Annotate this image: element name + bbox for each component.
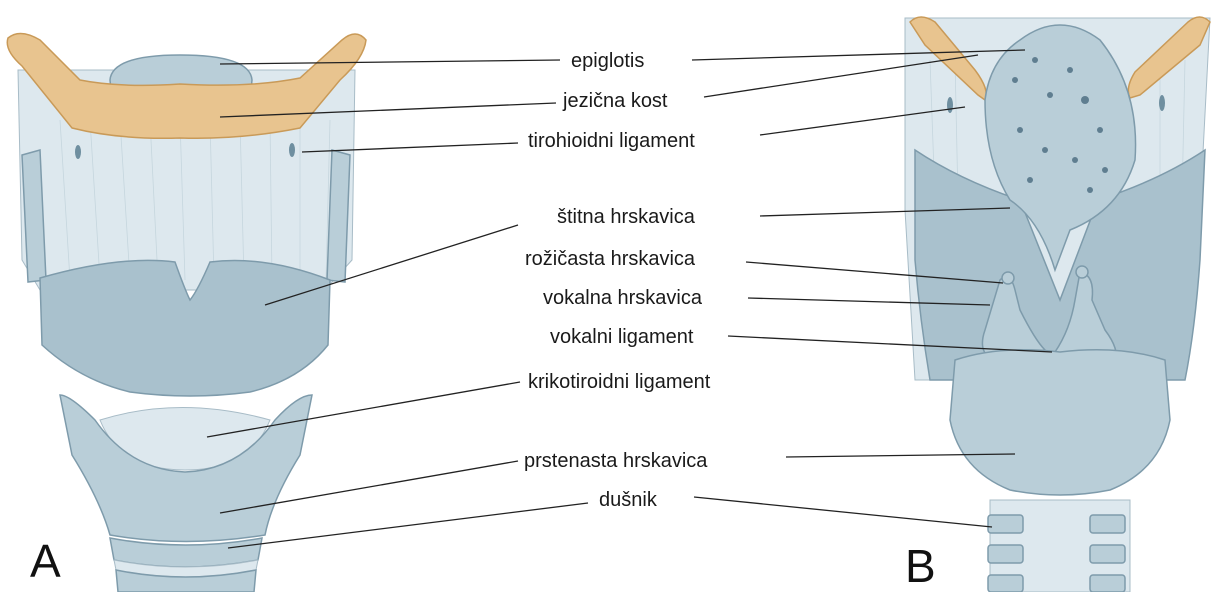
label-vokalni-ligament: vokalni ligament bbox=[550, 326, 694, 348]
label-tirohioidni-ligament: tirohioidni ligament bbox=[528, 130, 695, 152]
label-stitna-hrskavica: štitna hrskavica bbox=[557, 206, 696, 228]
label-vokalna-hrskavica: vokalna hrskavica bbox=[543, 287, 703, 309]
label-epiglotis: epiglotis bbox=[571, 50, 644, 72]
panel-b-cricoid-cartilage bbox=[950, 350, 1170, 495]
panel-label-a: A bbox=[30, 535, 61, 587]
label-jezicna-kost: jezična kost bbox=[562, 90, 668, 112]
label-krikotiroidni-ligament: krikotiroidni ligament bbox=[528, 371, 711, 393]
label-prstenasta-hrskavica: prstenasta hrskavica bbox=[524, 450, 708, 472]
label-rozicasta-hrskavica: rožičasta hrskavica bbox=[525, 248, 696, 270]
label-dusnik: dušnik bbox=[599, 489, 658, 511]
panel-a-illustration bbox=[7, 33, 366, 592]
panel-label-b: B bbox=[905, 540, 936, 592]
